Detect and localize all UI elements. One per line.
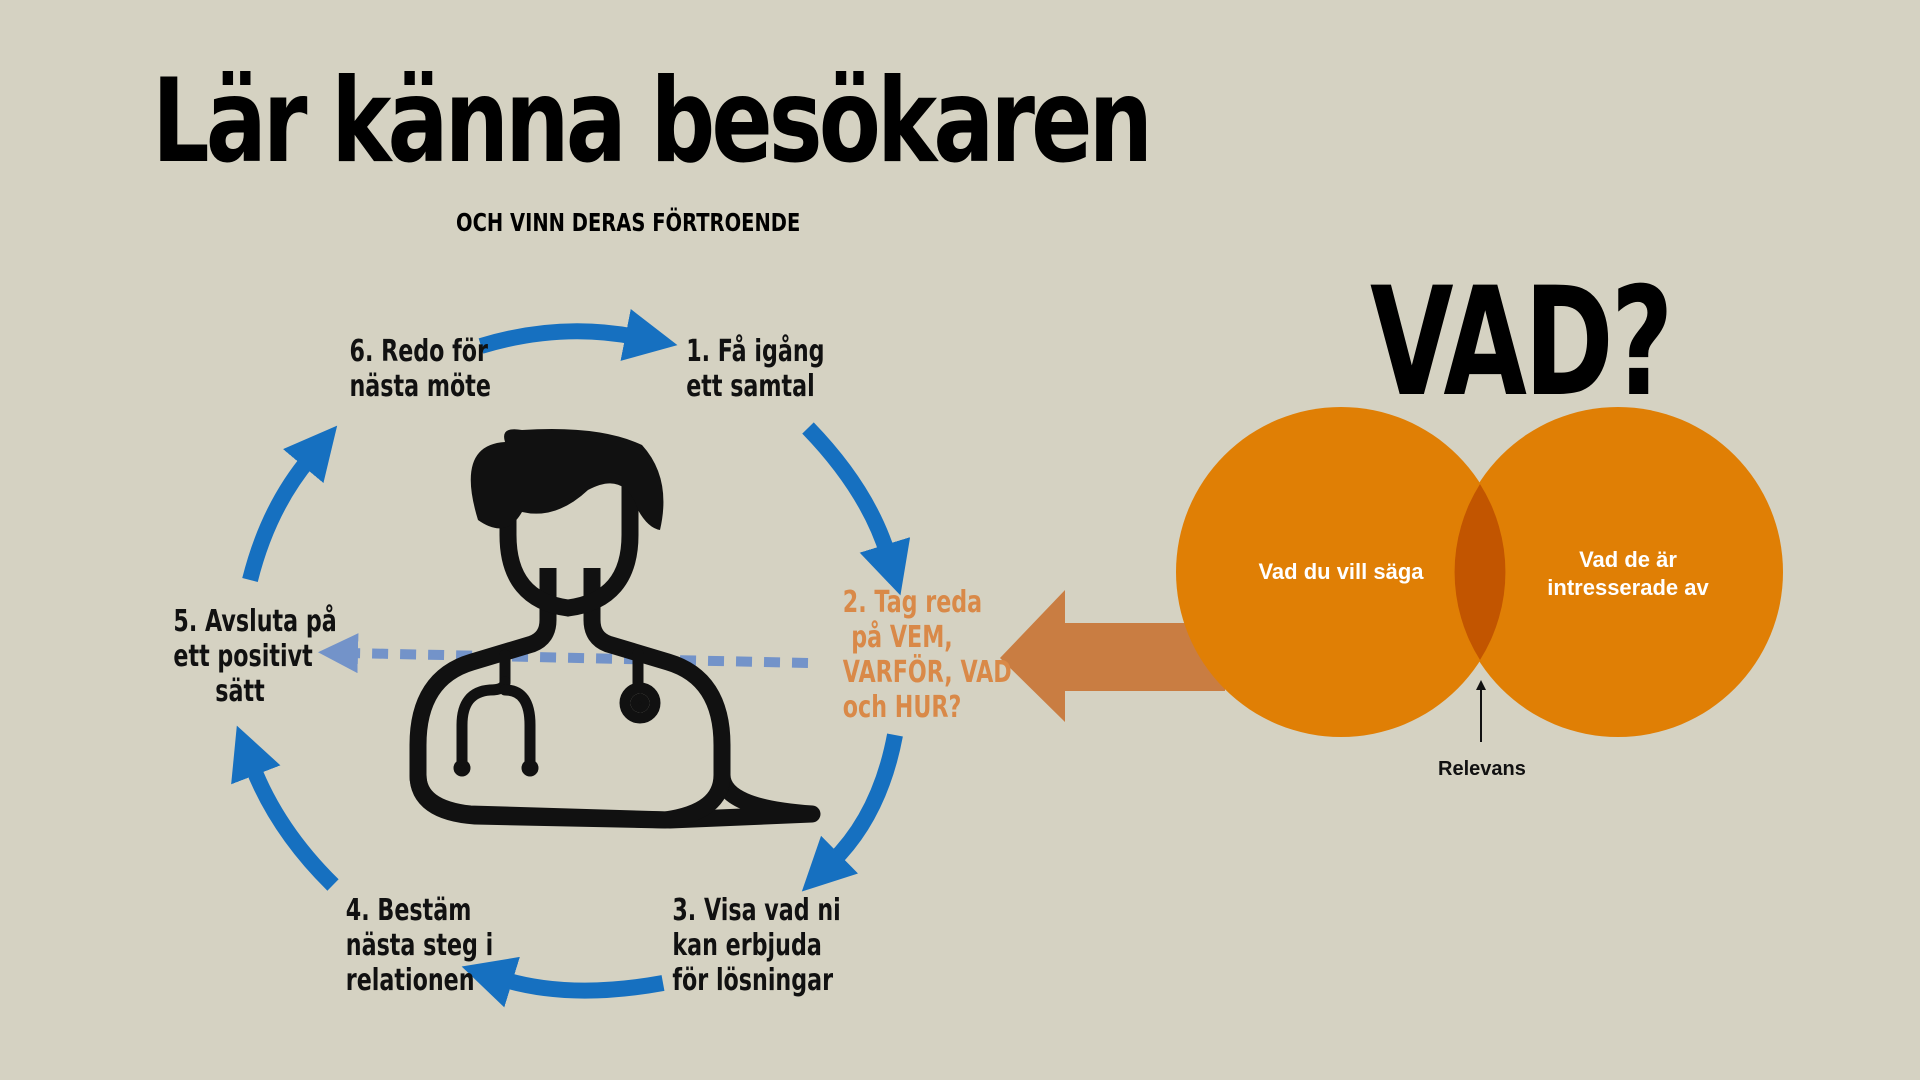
- vad-heading: VAD?: [1370, 256, 1673, 430]
- page-title: Lär känna besökaren: [152, 54, 1153, 189]
- arrow-1-to-2: [802, 422, 911, 596]
- cycle-arrows: [231, 309, 911, 1008]
- venn-left-label: Vad du vill säga: [1258, 559, 1424, 584]
- page-subtitle: OCH VINN DERAS FÖRTROENDE: [456, 208, 801, 237]
- venn-circle-right: [1453, 407, 1783, 737]
- venn-circle-left: [1176, 407, 1506, 737]
- dotted-arrow: [318, 633, 809, 674]
- doctor-icon: [409, 429, 821, 829]
- stethoscope-icon: [453, 648, 661, 777]
- arrow-4-to-5: [231, 725, 339, 891]
- venn-overlap: [1454, 484, 1506, 660]
- arrow-2-to-3: [801, 733, 903, 892]
- relevans-label: Relevans: [1438, 758, 1526, 780]
- arrow-3-to-4: [461, 956, 665, 1008]
- arrow-6-to-1: [478, 309, 678, 361]
- arrow-5-to-6: [242, 425, 338, 582]
- venn-diagram: [1176, 407, 1783, 742]
- big-orange-arrow: [1000, 590, 1225, 722]
